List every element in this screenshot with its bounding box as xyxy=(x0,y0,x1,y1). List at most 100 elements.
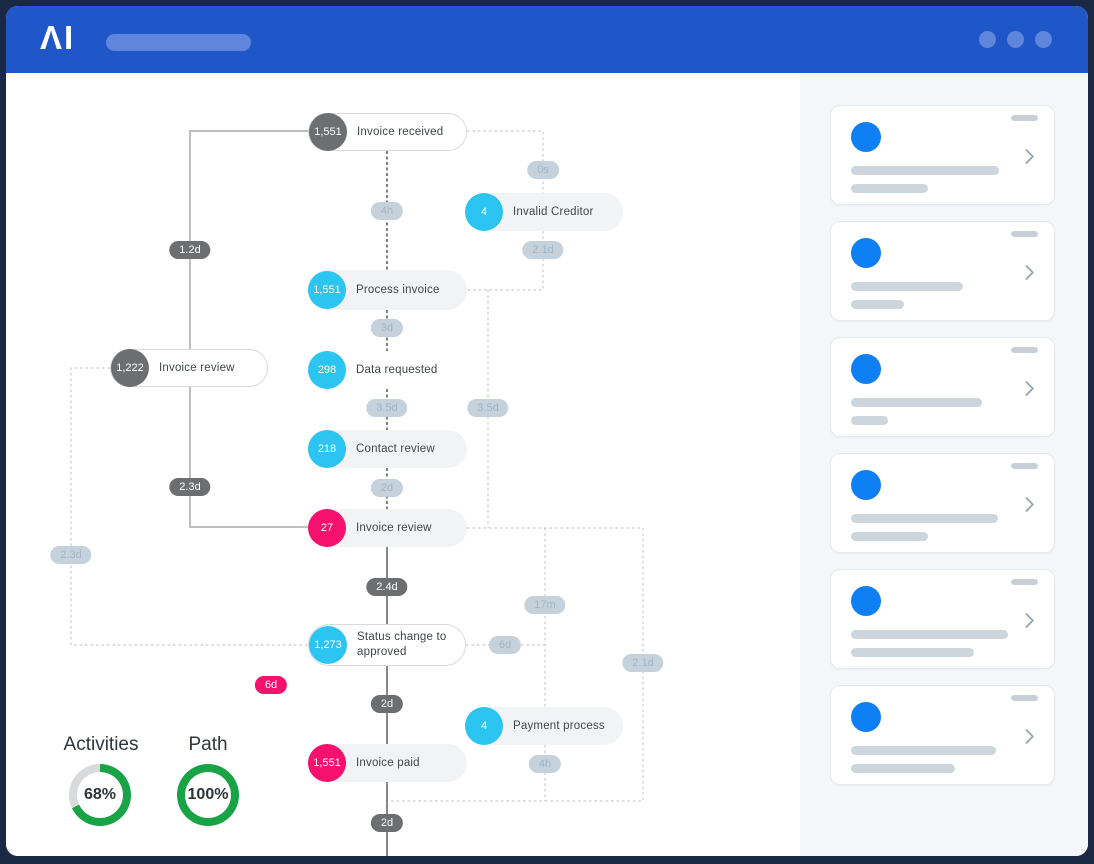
node-count-badge: 218 xyxy=(308,430,346,468)
card-text-placeholder xyxy=(851,300,904,309)
edge-label: 2.1d xyxy=(622,654,664,672)
node-process-invoice[interactable]: 1,551 Process invoice xyxy=(308,270,467,310)
menu-dot-icon[interactable] xyxy=(1035,31,1052,48)
app-logo: ΛI xyxy=(40,19,76,56)
app-window: ΛI 0s 4h 2.1d 1.2d 3d xyxy=(6,6,1088,856)
edge-label: 2d xyxy=(370,695,404,713)
card-avatar-circle xyxy=(851,586,881,616)
card-mini-bar xyxy=(1011,231,1038,237)
menu-dot-icon[interactable] xyxy=(979,31,996,48)
node-label: Contact review xyxy=(356,442,435,455)
edge-label: 3d xyxy=(370,319,404,337)
card-avatar-circle xyxy=(851,354,881,384)
edge-label: 2.4d xyxy=(366,578,408,596)
sidebar-card[interactable] xyxy=(830,105,1055,205)
node-count-badge: 4 xyxy=(465,193,503,231)
card-text-placeholder xyxy=(851,282,963,291)
card-text-placeholder xyxy=(851,514,998,523)
edge-label: 3.5d xyxy=(366,399,408,417)
edge-label: 4h xyxy=(528,755,562,773)
edge-label: 2.3d xyxy=(50,546,92,564)
card-text-placeholder xyxy=(851,166,999,175)
node-invoice-paid[interactable]: 1,551 Invoice paid xyxy=(308,744,467,782)
node-label: Invoice review xyxy=(159,361,235,374)
node-invoice-received[interactable]: 1,551 Invoice received xyxy=(308,113,467,151)
node-label: Payment process xyxy=(513,719,605,732)
solid-loop-path xyxy=(189,130,330,528)
sidebar-card[interactable] xyxy=(830,453,1055,553)
path-donut-chart: 100% xyxy=(177,764,239,826)
node-count-badge: 1,222 xyxy=(111,349,149,387)
menu-dot-icon[interactable] xyxy=(1007,31,1024,48)
card-text-placeholder xyxy=(851,532,928,541)
edge-label: 6d xyxy=(254,676,288,694)
card-mini-bar xyxy=(1011,695,1038,701)
node-count-badge: 298 xyxy=(308,351,346,389)
edge-label: 2.1d xyxy=(522,241,564,259)
card-text-placeholder xyxy=(851,648,974,657)
edge-label: 2.3d xyxy=(169,478,211,496)
edge-label: 2d xyxy=(370,814,404,832)
edge-label: 6d xyxy=(488,636,522,654)
node-label: Process invoice xyxy=(356,283,440,296)
node-data-requested[interactable]: 298 Data requested xyxy=(308,351,468,389)
card-avatar-circle xyxy=(851,238,881,268)
chevron-right-icon[interactable] xyxy=(1018,496,1035,513)
app-header: ΛI xyxy=(6,6,1088,73)
card-text-placeholder xyxy=(851,416,888,425)
metric-value: 68% xyxy=(83,786,117,803)
edge-label: 3.5d xyxy=(467,399,509,417)
card-text-placeholder xyxy=(851,764,955,773)
chevron-right-icon[interactable] xyxy=(1018,380,1035,397)
card-avatar-circle xyxy=(851,122,881,152)
node-label: Invoice paid xyxy=(356,756,420,769)
node-count-badge: 1,551 xyxy=(308,744,346,782)
node-invoice-review-loop[interactable]: 1,222 Invoice review xyxy=(110,349,268,387)
sidebar-card[interactable] xyxy=(830,685,1055,785)
edge-label: 1.2d xyxy=(169,241,211,259)
chevron-right-icon[interactable] xyxy=(1018,148,1035,165)
node-invoice-review[interactable]: 27 Invoice review xyxy=(308,509,467,547)
metric-value: 100% xyxy=(187,786,229,803)
card-avatar-circle xyxy=(851,702,881,732)
sidebar xyxy=(800,73,1088,856)
node-count-badge: 4 xyxy=(465,707,503,745)
card-text-placeholder xyxy=(851,398,982,407)
node-payment-process[interactable]: 4 Payment process xyxy=(465,707,623,745)
card-text-placeholder xyxy=(851,630,1008,639)
sidebar-card[interactable] xyxy=(830,569,1055,669)
node-invalid-creditor[interactable]: 4 Invalid Creditor xyxy=(465,193,623,231)
node-count-badge: 27 xyxy=(308,509,346,547)
node-label: Data requested xyxy=(356,363,438,376)
card-mini-bar xyxy=(1011,463,1038,469)
node-contact-review[interactable]: 218 Contact review xyxy=(308,430,467,468)
metric-label-path: Path xyxy=(188,734,228,755)
node-count-badge: 1,551 xyxy=(309,113,347,151)
card-mini-bar xyxy=(1011,579,1038,585)
node-status-change-approved[interactable]: 1,273 Status change to approved xyxy=(308,624,466,666)
edge-label: 4h xyxy=(370,202,404,220)
node-count-badge: 1,551 xyxy=(308,271,346,309)
node-label: Status change to approved xyxy=(357,631,447,658)
chevron-right-icon[interactable] xyxy=(1018,612,1035,629)
header-menu[interactable] xyxy=(979,31,1052,48)
card-text-placeholder xyxy=(851,746,996,755)
card-mini-bar xyxy=(1011,115,1038,121)
edge-label: 0s xyxy=(527,161,559,179)
sidebar-card[interactable] xyxy=(830,337,1055,437)
edge-label: 2d xyxy=(370,479,404,497)
chevron-right-icon[interactable] xyxy=(1018,264,1035,281)
chevron-right-icon[interactable] xyxy=(1018,728,1035,745)
card-text-placeholder xyxy=(851,184,928,193)
header-title-placeholder xyxy=(106,34,251,51)
card-mini-bar xyxy=(1011,347,1038,353)
sidebar-card[interactable] xyxy=(830,221,1055,321)
metric-label-activities: Activities xyxy=(63,734,139,755)
node-label: Invoice review xyxy=(356,521,432,534)
process-map-canvas: 0s 4h 2.1d 1.2d 3d 3.5d 3.5d 2d 2.3d 2.3… xyxy=(6,73,800,856)
activities-donut-chart: 68% xyxy=(69,764,131,826)
edge-label: 17m xyxy=(524,596,566,614)
node-label: Invoice received xyxy=(357,125,444,138)
node-count-badge: 1,273 xyxy=(309,626,347,664)
node-label: Invalid Creditor xyxy=(513,205,594,218)
